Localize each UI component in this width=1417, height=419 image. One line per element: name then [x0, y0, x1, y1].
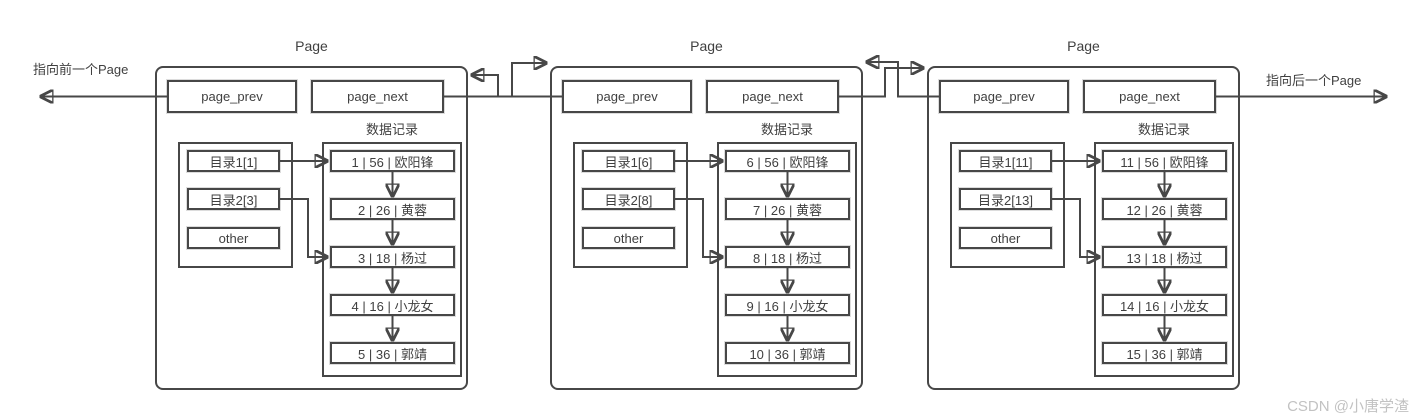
record-item: 6 | 56 | 欧阳锋: [725, 150, 850, 172]
page-title: Page: [295, 38, 328, 54]
page-title: Page: [1067, 38, 1100, 54]
page-prev-box: page_prev: [939, 80, 1069, 113]
record-item: 7 | 26 | 黄蓉: [725, 198, 850, 220]
page-container-1: Page page_prev page_next 数据记录 目录1[1] 目录2…: [155, 38, 468, 398]
record-item: 9 | 16 | 小龙女: [725, 294, 850, 316]
directory-item: other: [187, 227, 280, 249]
page-prev-box: page_prev: [562, 80, 692, 113]
record-item: 8 | 18 | 杨过: [725, 246, 850, 268]
data-records-label: 数据记录: [365, 122, 418, 137]
directory-item: 目录2[3]: [187, 188, 280, 210]
record-item: 3 | 18 | 杨过: [330, 246, 455, 268]
record-item: 5 | 36 | 郭靖: [330, 342, 455, 364]
page-container-2: Page page_prev page_next 数据记录 目录1[6] 目录2…: [550, 38, 863, 398]
page-next-box: page_next: [311, 80, 444, 113]
record-item: 2 | 26 | 黄蓉: [330, 198, 455, 220]
record-item: 10 | 36 | 郭靖: [725, 342, 850, 364]
record-item: 1 | 56 | 欧阳锋: [330, 150, 455, 172]
directory-item: 目录2[8]: [582, 188, 675, 210]
record-item: 15 | 36 | 郭靖: [1102, 342, 1227, 364]
directory-item: 目录2[13]: [959, 188, 1052, 210]
directory-item: 目录1[11]: [959, 150, 1052, 172]
record-item: 11 | 56 | 欧阳锋: [1102, 150, 1227, 172]
page-next-box: page_next: [706, 80, 839, 113]
directory-item: other: [959, 227, 1052, 249]
directory-item: 目录1[6]: [582, 150, 675, 172]
record-item: 4 | 16 | 小龙女: [330, 294, 455, 316]
record-item: 12 | 26 | 黄蓉: [1102, 198, 1227, 220]
next-pointer-label: 指向后一个Page: [1266, 73, 1362, 88]
record-item: 14 | 16 | 小龙女: [1102, 294, 1227, 316]
directory-item: other: [582, 227, 675, 249]
data-records-label: 数据记录: [1137, 122, 1190, 137]
page-next-box: page_next: [1083, 80, 1216, 113]
prev-pointer-label: 指向前一个Page: [33, 62, 129, 77]
record-item: 13 | 18 | 杨过: [1102, 246, 1227, 268]
watermark: CSDN @小唐学渣: [1287, 398, 1409, 415]
data-records-label: 数据记录: [760, 122, 813, 137]
page-prev-box: page_prev: [167, 80, 297, 113]
page-container-3: Page page_prev page_next 数据记录 目录1[11] 目录…: [927, 38, 1240, 398]
prev-link-arrow-2to1: [472, 75, 562, 98]
page-title: Page: [690, 38, 723, 54]
directory-item: 目录1[1]: [187, 150, 280, 172]
